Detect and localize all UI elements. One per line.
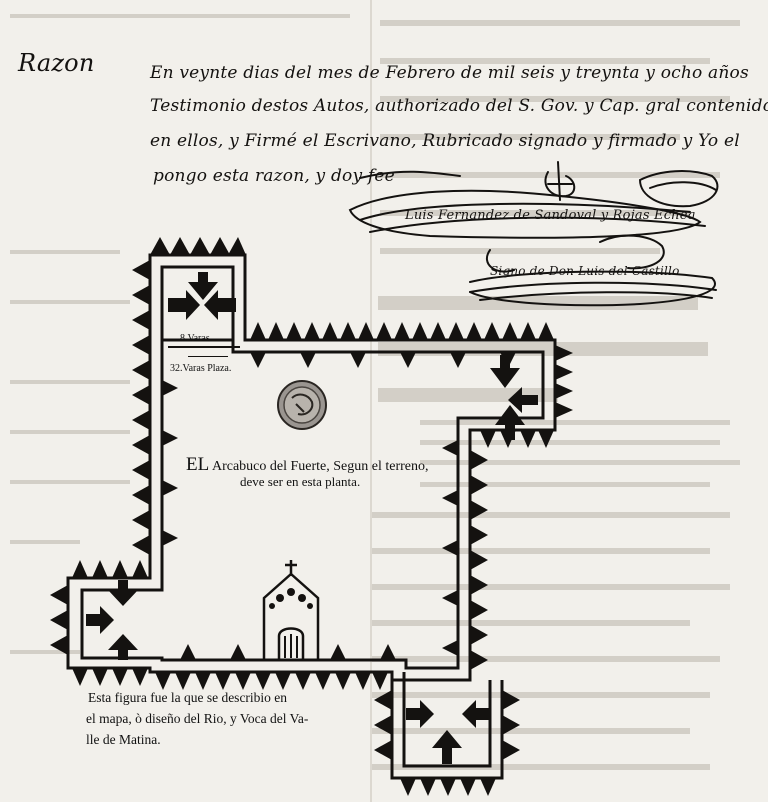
label-8-varas: 8.Varas.	[180, 333, 213, 344]
figure-caption-line-1: Esta figura fue la que se describio en	[88, 690, 288, 705]
label-32-varas-plaza: 32.Varas Plaza.	[170, 363, 232, 374]
figure-caption-line-3: lle de Matina.	[86, 732, 161, 747]
signature-1: Luis Fernandez de Sandoval y Rojas Echea	[405, 208, 696, 223]
plan-caption-line-1: EL Arcabuco del Fuerte, Segun el terreno…	[186, 454, 428, 476]
manuscript-line-3: en ellos, y Firmé el Escrivano, Rubricad…	[150, 131, 740, 151]
plan-caption-line-2: deve ser en esta planta.	[240, 474, 361, 489]
manuscript-line-4: pongo esta razon, y doy fee	[153, 166, 395, 186]
chapel-drawing	[262, 560, 320, 662]
manuscript-line-2: Testimonio destos Autos, authorizado del…	[150, 96, 768, 116]
figure-caption-line-2: el mapa, ò diseño del Rio, y Voca del Va…	[86, 711, 309, 726]
marginal-note: Razon	[18, 49, 95, 77]
manuscript-line-1: En veynte dias del mes de Febrero de mil…	[150, 63, 749, 83]
caption-text: Arcabuco del Fuerte, Segun el terreno,	[211, 459, 429, 474]
wax-seal	[277, 380, 327, 430]
signature-2: Signo de Don Luis del Castillo	[490, 264, 680, 278]
caption-lead: EL	[186, 454, 210, 475]
palisade-spikes	[50, 237, 573, 796]
